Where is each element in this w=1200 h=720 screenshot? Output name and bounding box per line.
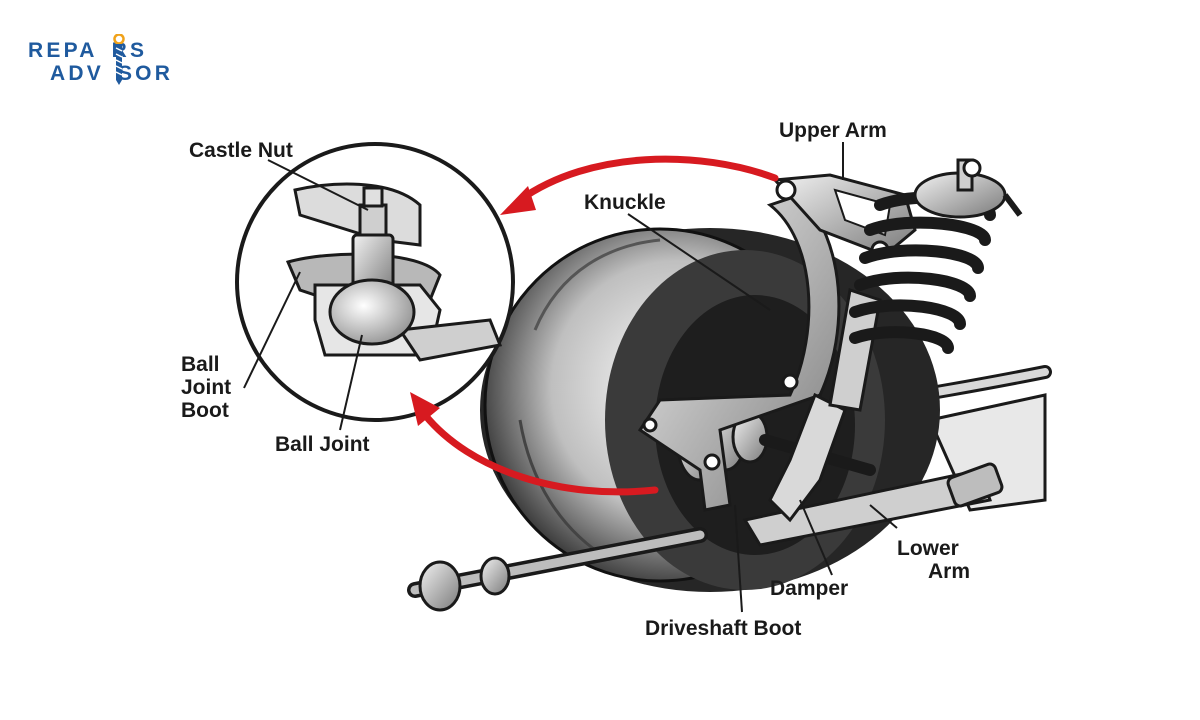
label-lower-arm-line1: Lower [897,537,959,560]
logo-word-advisor-a: ADV [50,62,104,85]
spring-top-mount [913,158,1023,219]
label-knuckle: Knuckle [584,191,666,214]
lower-arm [742,462,1004,547]
label-ball-joint-boot-line2: Joint [181,376,231,399]
leader-lines [243,142,898,613]
logo-word-repairs-a: REPA [28,39,98,62]
damper-shape [768,288,882,523]
ball-joint-inset [235,142,515,422]
logo-word-advisor: ADV SOR [50,63,173,84]
label-damper: Damper [770,577,848,600]
label-ball-joint-boot-line3: Boot [181,399,229,422]
arrow-lower [410,392,659,496]
arrow-upper [500,155,779,215]
driveshaft [407,527,708,612]
label-castle-nut: Castle Nut [189,139,293,162]
wrench-icon [113,34,125,85]
logo-word-advisor-b: SOR [117,62,174,85]
label-ball-joint: Ball Joint [275,433,370,456]
label-ball-joint-boot-line1: Ball [181,353,220,376]
label-driveshaft-boot: Driveshaft Boot [645,617,801,640]
label-upper-arm: Upper Arm [779,119,887,142]
label-lower-arm-line2: Arm [928,560,970,583]
knuckle-shape [637,193,841,512]
